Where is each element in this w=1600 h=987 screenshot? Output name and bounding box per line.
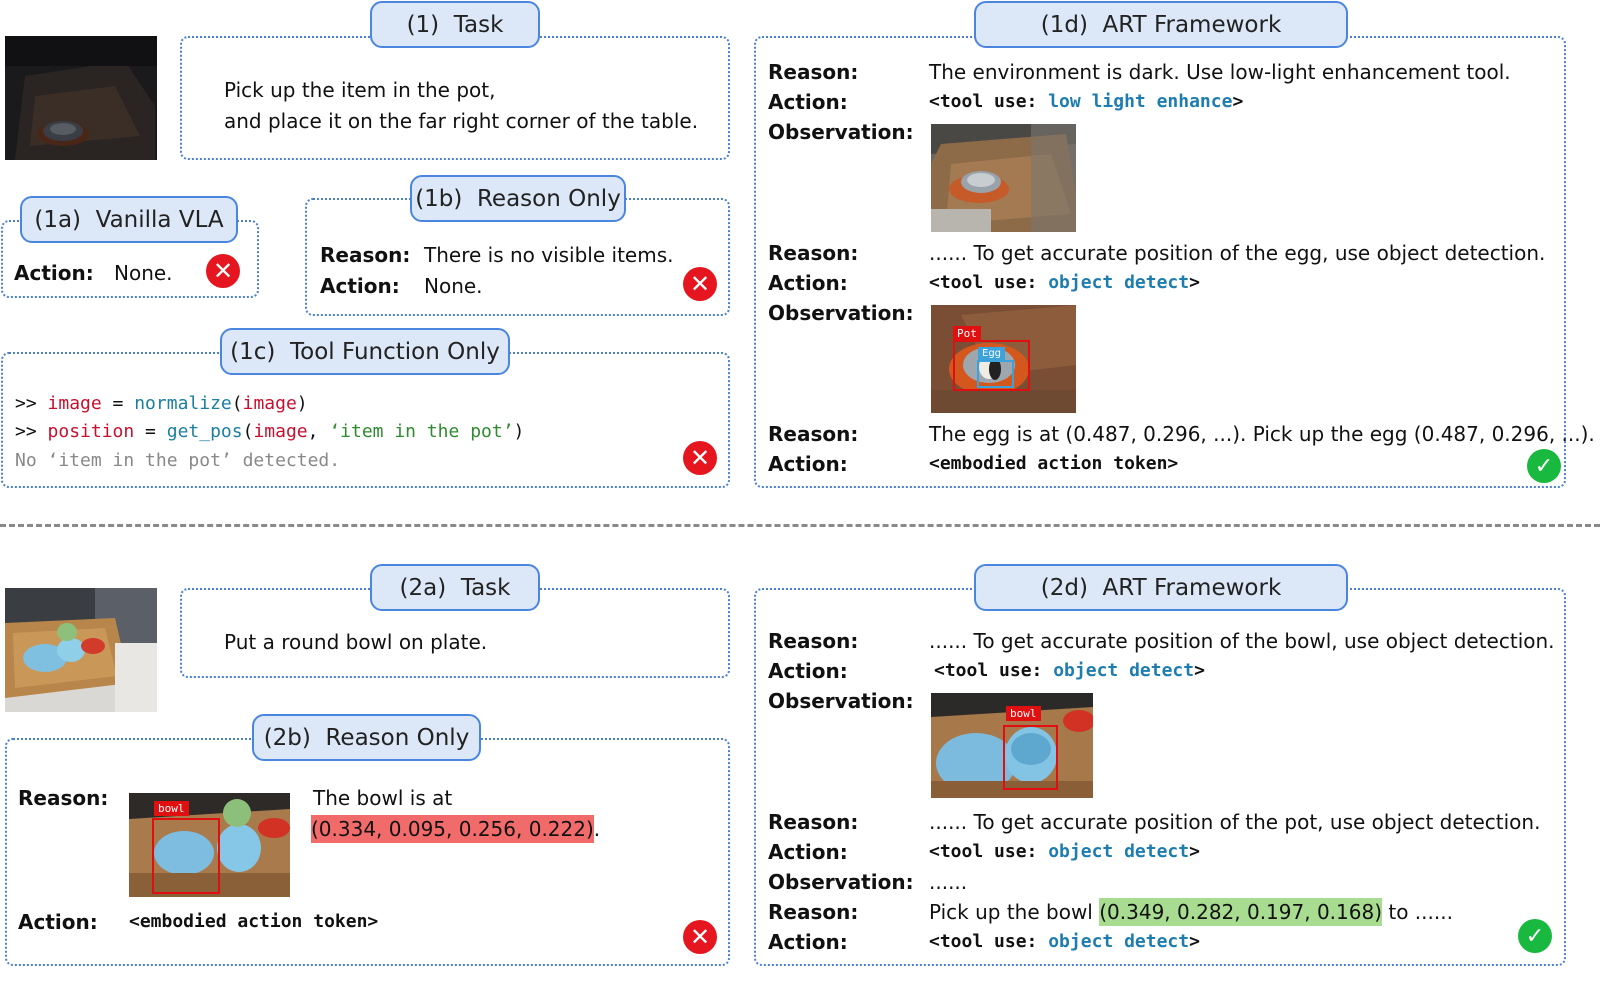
art2-action-1: <tool use: object detect>: [934, 660, 1205, 681]
art2-action-label-1: Action:: [768, 659, 848, 683]
art2-action-2: <tool use: object detect>: [929, 841, 1200, 862]
check-icon: ✓: [1518, 919, 1552, 953]
cross-icon: ✕: [683, 920, 717, 954]
task-tab: (1) Task: [370, 1, 540, 48]
art1-reason-label-1: Reason:: [768, 60, 859, 84]
egg-bounding-box: [977, 360, 1014, 388]
correct-coordinates-highlight: (0.349, 0.282, 0.197, 0.168): [1099, 898, 1383, 926]
art1-action-label-1: Action:: [768, 90, 848, 114]
cross-icon: ✕: [683, 267, 717, 301]
art2-reason-2: ...... To get accurate position of the p…: [929, 810, 1541, 834]
task-tab-2: (2a) Task: [370, 564, 540, 611]
art2-reason-1: ...... To get accurate position of the b…: [929, 629, 1555, 653]
art1-reason-1: The environment is dark. Use low-light e…: [929, 60, 1511, 84]
art1-observation-label-2: Observation:: [768, 301, 914, 325]
scene-photo-bowl: [5, 588, 157, 712]
bowl-bounding-box-wrong: [152, 818, 220, 894]
art1-action-label-2: Action:: [768, 271, 848, 295]
code-line-3: No ‘item in the pot’ detected.: [15, 450, 341, 471]
reason2-line-2: (0.334, 0.095, 0.256, 0.222).: [311, 815, 601, 843]
art1-reason-2: ...... To get accurate position of the e…: [929, 241, 1546, 265]
code-line-2: >> position = get_pos(image, ‘item in th…: [15, 421, 525, 442]
art2-observation-label-1: Observation:: [768, 689, 914, 713]
task-line-1: Pick up the item in the pot,: [224, 78, 496, 102]
art2-reason-3: Pick up the bowl (0.349, 0.282, 0.197, 0…: [929, 898, 1453, 926]
art1-action-3: <embodied action token>: [929, 453, 1179, 474]
reason-only-tab-2: (2b) Reason Only: [252, 714, 481, 761]
art2-observation-label-2: Observation:: [768, 870, 914, 894]
vanilla-action-value: None.: [114, 261, 173, 285]
pot-bounding-box: [953, 340, 1030, 391]
reason-only-box-2: [5, 738, 730, 966]
task-line-2: and place it on the far right corner of …: [224, 109, 699, 133]
art1-reason-label-3: Reason:: [768, 422, 859, 446]
reason2-reason-label: Reason:: [18, 786, 109, 810]
art1-observation-label-1: Observation:: [768, 120, 914, 144]
art1-action-2: <tool use: object detect>: [929, 272, 1200, 293]
tool-only-tab: (1c) Tool Function Only: [220, 328, 510, 375]
cross-icon: ✕: [683, 441, 717, 475]
enhanced-scene-photo: [931, 124, 1076, 232]
reason-only-tab: (1b) Reason Only: [410, 175, 626, 222]
vanilla-action-label: Action:: [14, 261, 94, 285]
art2-reason-label-1: Reason:: [768, 629, 859, 653]
scene-photo-dark: [5, 36, 157, 160]
art2-reason-label-3: Reason:: [768, 900, 859, 924]
art2-action-label-2: Action:: [768, 840, 848, 864]
art2-action-label-3: Action:: [768, 930, 848, 954]
cross-icon: ✕: [206, 254, 240, 288]
reason-only-reason-value: There is no visible items.: [424, 243, 674, 267]
check-icon: ✓: [1527, 449, 1561, 483]
art-framework-tab-1: (1d) ART Framework: [974, 1, 1348, 48]
art1-reason-3: The egg is at (0.487, 0.296, ...). Pick …: [929, 422, 1595, 446]
art2-action-3: <tool use: object detect>: [929, 931, 1200, 952]
reason2-line-1: The bowl is at: [313, 786, 453, 810]
reason-only-action-label: Action:: [320, 274, 400, 298]
bowl-detection-label-wrong: bowl: [154, 801, 189, 816]
bowl-bounding-box-correct: [1003, 725, 1058, 790]
reason-only-reason-label: Reason:: [320, 243, 411, 267]
pot-detection-label: Pot: [953, 326, 981, 341]
reason-only-action-value: None.: [424, 274, 483, 298]
egg-detection-label: Egg: [978, 347, 1006, 360]
wrong-coordinates-highlight: (0.334, 0.095, 0.256, 0.222): [311, 815, 594, 843]
code-line-1: >> image = normalize(image): [15, 393, 308, 414]
art2-reason-label-2: Reason:: [768, 810, 859, 834]
art1-action-1: <tool use: low light enhance>: [929, 91, 1244, 112]
reason2-action-label: Action:: [18, 910, 98, 934]
reason2-action-value: <embodied action token>: [129, 911, 379, 932]
bowl-detection-label-correct: bowl: [1006, 706, 1041, 721]
art-framework-tab-2: (2d) ART Framework: [974, 564, 1348, 611]
art1-reason-label-2: Reason:: [768, 241, 859, 265]
section-divider: [0, 524, 1600, 527]
task2-line: Put a round bowl on plate.: [224, 630, 488, 654]
art2-observation-2: ......: [929, 870, 968, 894]
art1-action-label-3: Action:: [768, 452, 848, 476]
vanilla-vla-tab: (1a) Vanilla VLA: [20, 196, 238, 243]
